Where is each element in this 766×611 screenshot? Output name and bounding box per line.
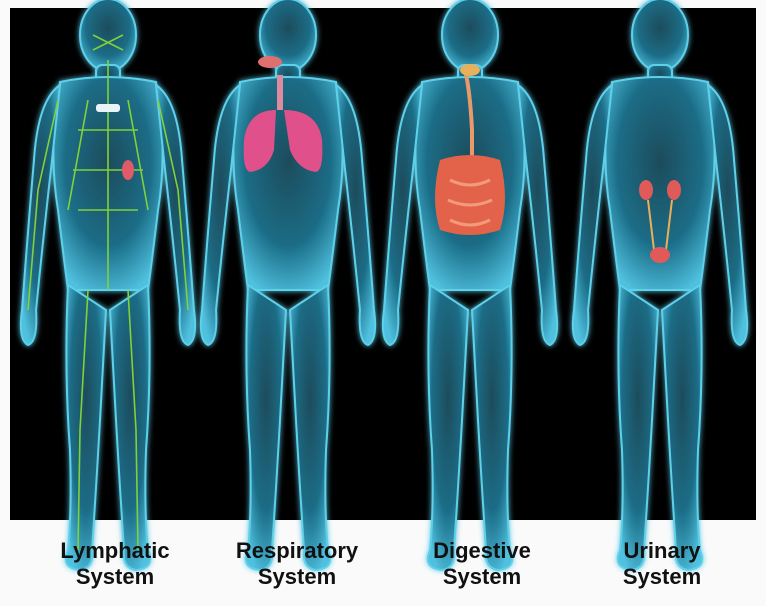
thymus-shape [96,104,120,112]
caption-line: Respiratory [207,538,387,564]
caption-line: Digestive [392,538,572,564]
left-kidney-shape [639,180,653,200]
caption-line: Lymphatic [25,538,205,564]
caption-respiratory-system: Respiratory System [207,538,387,590]
right-kidney-shape [667,180,681,200]
bladder-shape [650,247,670,263]
spleen-shape [122,160,134,180]
caption-line: System [392,564,572,590]
caption-urinary-system: Urinary System [572,538,752,590]
caption-lymphatic-system: Lymphatic System [25,538,205,590]
caption-line: System [25,564,205,590]
caption-line: System [572,564,752,590]
caption-line: Urinary [572,538,752,564]
caption-line: System [207,564,387,590]
mouth-shape [460,64,480,76]
caption-digestive-system: Digestive System [392,538,572,590]
nasal-cavity-shape [258,56,282,68]
stomach-intestines-shape [435,155,505,235]
